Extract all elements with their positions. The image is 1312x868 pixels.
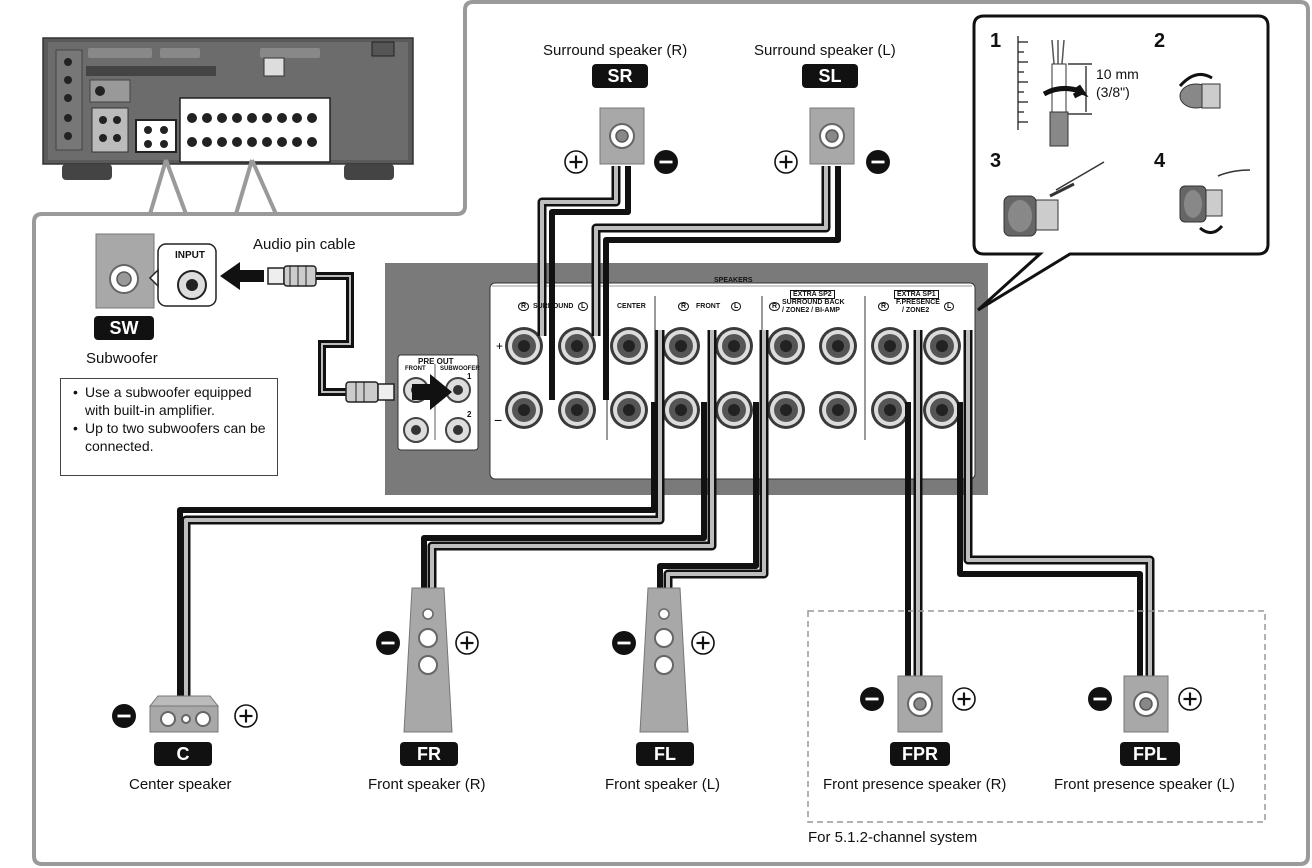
pre-out-front-label: FRONT	[405, 366, 426, 372]
front-r-mark: R	[678, 302, 690, 311]
fpr-plus-icon	[952, 687, 976, 711]
fpr-minus-icon	[860, 687, 884, 711]
front-speaker-r-label: Front speaker (R)	[368, 776, 486, 793]
sl-minus-icon	[866, 150, 890, 174]
fr-plus-icon	[455, 631, 479, 655]
note-item: Up to two subwoofers can be connected.	[71, 419, 271, 455]
panel-center-label: CENTER	[617, 303, 646, 310]
c-badge: C	[154, 742, 212, 766]
extra-sp1-l-mark: L	[944, 302, 955, 311]
svg-text:+: +	[496, 339, 503, 353]
sr-plus-icon	[564, 150, 588, 174]
surround-speaker-r-label: Surround speaker (R)	[543, 42, 688, 59]
subwoofer-note: Use a subwoofer equipped with built-in a…	[60, 378, 278, 476]
audio-pin-cable-label: Audio pin cable	[253, 236, 356, 253]
surround-l-mark: L	[578, 302, 589, 311]
panel-front-label: FRONT	[696, 303, 721, 310]
step-3-label: 3	[990, 150, 1002, 172]
fpr-badge: FPR	[890, 742, 950, 766]
fl-badge: FL	[636, 742, 694, 766]
system-note-label: For 5.1.2-channel system	[808, 829, 978, 846]
front-speaker-l-label: Front speaker (L)	[605, 776, 721, 793]
speaker-cables	[177, 166, 1155, 696]
center-speaker-label: Center speaker	[129, 776, 232, 793]
surround-speaker-l	[809, 107, 855, 165]
extra-sp1-r-mark: R	[878, 302, 890, 311]
receiver-rear-view	[42, 37, 414, 180]
front-speaker-r	[403, 587, 453, 733]
subwoofer-device	[95, 233, 217, 309]
surround-speaker-l-label: Surround speaker (L)	[754, 42, 896, 59]
panel-surround-back-label: SURROUND BACK	[782, 299, 845, 306]
diagram-frame	[32, 0, 1310, 866]
strip-length-label: 10 mm	[1096, 66, 1139, 82]
presence-group-box	[807, 610, 1266, 823]
sr-minus-icon	[654, 150, 678, 174]
panel-fpresence-label: F.PRESENCE	[896, 299, 940, 306]
fl-plus-icon	[691, 631, 715, 655]
zoom-indicator	[148, 159, 278, 215]
front-l-mark: L	[731, 302, 742, 311]
pre-out-label: PRE OUT	[418, 357, 454, 366]
audio-pin-cable	[220, 262, 452, 410]
panel-zone2-biamp-label: / ZONE2 / BI-AMP	[782, 307, 840, 314]
panel-speakers-label: SPEAKERS	[714, 277, 753, 284]
step-2-label: 2	[1154, 30, 1166, 52]
sl-badge: SL	[802, 64, 858, 88]
c-plus-icon	[234, 704, 258, 728]
surround-r-mark: R	[518, 302, 530, 311]
center-speaker	[148, 695, 220, 733]
fr-minus-icon	[376, 631, 400, 655]
fpl-plus-icon	[1178, 687, 1202, 711]
subwoofer-label: Subwoofer	[86, 350, 158, 367]
front-presence-speaker-l	[1123, 675, 1169, 733]
sr-badge: SR	[592, 64, 648, 88]
subwoofer-input-label: INPUT	[175, 250, 205, 261]
panel-extra-sp1-label: EXTRA SP1	[894, 290, 939, 299]
panel-fpresence-zone2-label: / ZONE2	[902, 307, 930, 314]
strip-length-inch-label: (3/8")	[1096, 84, 1130, 100]
note-item: Use a subwoofer equipped with built-in a…	[71, 383, 271, 419]
svg-text:−: −	[494, 412, 502, 428]
c-minus-icon	[112, 704, 136, 728]
front-presence-l-label: Front presence speaker (L)	[1054, 776, 1235, 793]
step-4-label: 4	[1154, 150, 1166, 172]
sl-plus-icon	[774, 150, 798, 174]
step-1-label: 1	[990, 30, 1002, 52]
pre-out-1-label: 1	[467, 372, 472, 381]
front-speaker-l	[639, 587, 689, 733]
extra-sp2-r-mark: R	[769, 302, 781, 311]
panel-surround-label: SURROUND	[533, 303, 574, 310]
sw-badge: SW	[94, 316, 154, 340]
surround-speaker-r	[599, 107, 645, 165]
pre-out-subwoofer-label: SUBWOOFER	[440, 366, 480, 372]
wiring-steps-inset	[972, 14, 1270, 312]
fpl-minus-icon	[1088, 687, 1112, 711]
panel-extra-sp2-label: EXTRA SP2	[790, 290, 835, 299]
front-presence-r-label: Front presence speaker (R)	[823, 776, 1007, 793]
fl-minus-icon	[612, 631, 636, 655]
front-presence-speaker-r	[897, 675, 943, 733]
pre-out-2-label: 2	[467, 410, 472, 419]
fpl-badge: FPL	[1120, 742, 1180, 766]
fr-badge: FR	[400, 742, 458, 766]
